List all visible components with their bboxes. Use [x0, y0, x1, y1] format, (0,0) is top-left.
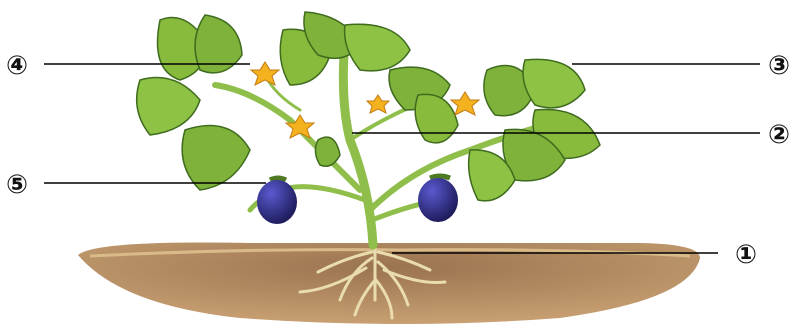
leaves — [137, 12, 600, 201]
label-marker-4: ④ — [6, 51, 28, 81]
label-marker-2: ② — [768, 120, 790, 150]
fruit-right — [418, 176, 458, 222]
label-marker-3: ③ — [768, 51, 790, 81]
fruit-left — [257, 178, 297, 224]
label-marker-1: ① — [735, 240, 757, 270]
label-marker-5: ⑤ — [6, 170, 28, 200]
